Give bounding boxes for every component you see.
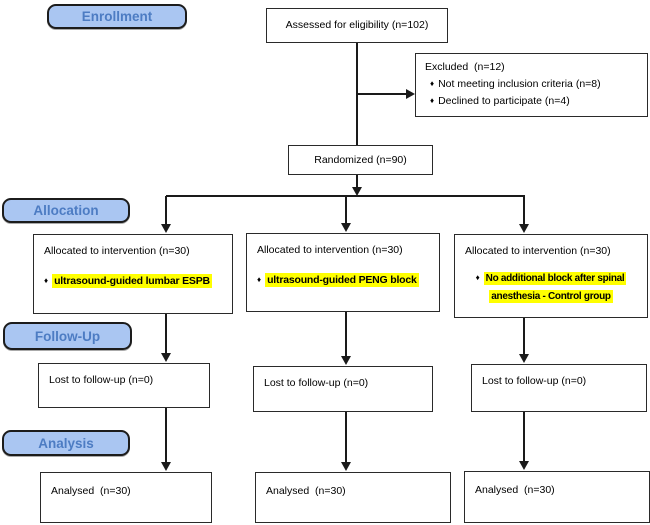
connector-lost3-analysed: [523, 412, 525, 462]
arm2-analysed-box: Analysed (n=30): [255, 472, 451, 523]
diamond-bullet-icon: ♦: [44, 276, 49, 286]
arrowhead-lost1-icon: [161, 353, 171, 362]
arrowhead-arm1-icon: [161, 224, 171, 233]
connector-branch-arm3: [523, 196, 525, 224]
arm3-intervention-line1: ♦No additional block after spinal: [475, 272, 627, 286]
arm3-lost-box: Lost to follow-up (n=0): [471, 364, 647, 412]
excluded-box: Excluded (n=12) ♦Not meeting inclusion c…: [415, 53, 648, 117]
connector-lost1-analysed: [165, 408, 167, 463]
arm1-analysed-box: Analysed (n=30): [40, 472, 212, 523]
arm1-allocation-box: Allocated to intervention (n=30) ♦ultras…: [33, 234, 233, 314]
excluded-title: Excluded (n=12): [425, 61, 505, 73]
arm1-lost-box: Lost to follow-up (n=0): [38, 363, 210, 408]
arm3-lost-text: Lost to follow-up (n=0): [482, 375, 587, 387]
stage-label-followup: Follow-Up: [3, 322, 132, 350]
connector-to-excluded: [357, 93, 406, 95]
arrowhead-arm3-icon: [519, 224, 529, 233]
connector-branch-arm1: [165, 196, 167, 224]
arm3-allocated-text: Allocated to intervention (n=30): [465, 245, 611, 257]
connector-branch-arm2: [345, 196, 347, 223]
arrowhead-analysed2-icon: [341, 462, 351, 471]
stage-label-analysis: Analysis: [2, 430, 130, 456]
arrowhead-analysed1-icon: [161, 462, 171, 471]
arm2-lost-text: Lost to follow-up (n=0): [264, 377, 369, 389]
arm1-intervention-highlight: ultrasound-guided lumbar ESPB: [52, 274, 212, 289]
arm2-lost-box: Lost to follow-up (n=0): [253, 366, 433, 412]
arrowhead-lost2-icon: [341, 356, 351, 365]
diamond-bullet-icon: ♦: [430, 96, 435, 106]
arm3-intervention-line2: anesthesia - Control group: [489, 290, 613, 304]
arm2-intervention-highlight: ultrasound-guided PENG block: [265, 273, 419, 288]
assessed-box: Assessed for eligibility (n=102): [266, 8, 448, 43]
assessed-text: Assessed for eligibility (n=102): [285, 19, 429, 32]
arm3-analysed-text: Analysed (n=30): [475, 484, 555, 496]
arm2-allocated-text: Allocated to intervention (n=30): [257, 244, 403, 256]
excluded-bullet-1: ♦Not meeting inclusion criteria (n=8): [430, 78, 601, 91]
diamond-bullet-icon: ♦: [475, 273, 480, 283]
randomized-text: Randomized (n=90): [314, 153, 407, 166]
connector-lost2-analysed: [345, 412, 347, 463]
arrowhead-analysed3-icon: [519, 461, 529, 470]
stage-label-enrollment: Enrollment: [47, 4, 187, 29]
arm1-intervention: ♦ultrasound-guided lumbar ESPB: [44, 274, 222, 289]
arm2-allocation-box: Allocated to intervention (n=30) ♦ultras…: [246, 233, 440, 312]
diamond-bullet-icon: ♦: [257, 275, 262, 285]
stage-label-allocation: Allocation: [2, 198, 130, 223]
arm1-analysed-text: Analysed (n=30): [51, 485, 131, 497]
connector-arm1-lost: [165, 314, 167, 354]
arm2-intervention: ♦ultrasound-guided PENG block: [257, 273, 429, 288]
connector-randomized-branch: [356, 175, 358, 188]
excluded-bullet-2: ♦Declined to participate (n=4): [430, 95, 570, 108]
connector-arm2-lost: [345, 312, 347, 357]
arm3-analysed-box: Analysed (n=30): [464, 471, 650, 523]
connector-arm3-lost: [523, 318, 525, 355]
arrowhead-arm2-icon: [341, 223, 351, 232]
arm2-analysed-text: Analysed (n=30): [266, 485, 346, 497]
diamond-bullet-icon: ♦: [430, 79, 435, 89]
randomized-box: Randomized (n=90): [288, 145, 433, 175]
arrowhead-excluded-icon: [406, 89, 415, 99]
arm3-allocation-box: Allocated to intervention (n=30) ♦No add…: [454, 234, 648, 318]
arm3-intervention: ♦No additional block after spinal anesth…: [462, 270, 640, 306]
arrowhead-lost3-icon: [519, 354, 529, 363]
arrowhead-branch-icon: [352, 187, 362, 196]
arm1-allocated-text: Allocated to intervention (n=30): [44, 245, 190, 257]
arm1-lost-text: Lost to follow-up (n=0): [49, 374, 154, 386]
